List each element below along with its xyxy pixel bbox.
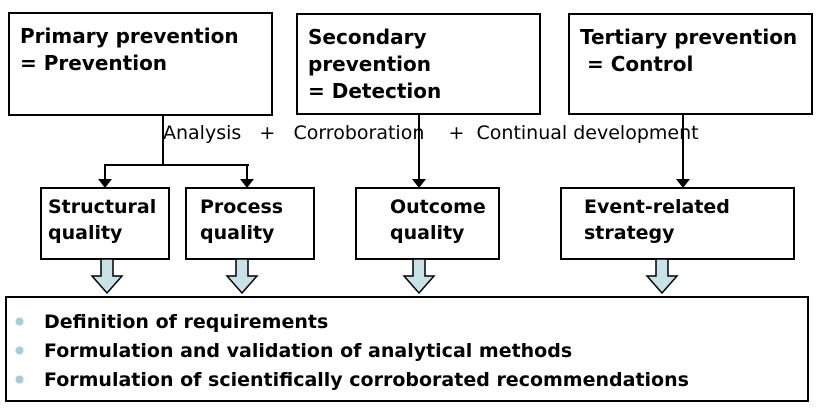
box-event-related-strategy: Event-related strategy xyxy=(560,187,795,260)
connector-primary-stem xyxy=(162,116,164,166)
connector-primary-branch xyxy=(104,164,249,166)
block-arrow-down-outcome-icon xyxy=(402,259,436,295)
connector-to-process xyxy=(246,166,248,180)
arrowhead-outcome-icon xyxy=(412,179,426,188)
list-item: Formulation and validation of analytical… xyxy=(7,336,807,365)
block-arrow-down-event-icon xyxy=(645,259,679,295)
arrowhead-structural-icon xyxy=(98,179,112,188)
connector-to-structural xyxy=(104,166,106,180)
arrowhead-event-icon xyxy=(676,179,690,188)
box-structural-quality: Structural quality xyxy=(40,187,170,260)
box-process-quality: Process quality xyxy=(185,187,315,260)
block-arrow-down-structural-icon xyxy=(90,259,124,295)
box-tertiary-prevention: Tertiary prevention = Control xyxy=(568,13,813,115)
list-item: Definition of requirements xyxy=(7,307,807,336)
summary-box: Definition of requirements Formulation a… xyxy=(5,296,809,402)
bullet-icon xyxy=(15,317,24,326)
box-outcome-quality: Outcome quality xyxy=(355,187,500,260)
analysis-corroboration-label: Analysis + Corroboration + Continual dev… xyxy=(163,122,699,144)
block-arrow-down-process-icon xyxy=(225,259,259,295)
bullet-text-definition: Definition of requirements xyxy=(44,310,329,333)
box-secondary-prevention: Secondary prevention = Detection xyxy=(296,13,541,115)
bullet-icon xyxy=(15,346,24,355)
bullet-text-formulation-validation: Formulation and validation of analytical… xyxy=(44,339,573,362)
arrowhead-process-icon xyxy=(240,179,254,188)
bullet-text-recommendations: Formulation of scientifically corroborat… xyxy=(44,368,689,391)
connector-to-event xyxy=(682,115,684,180)
bullet-icon xyxy=(15,375,24,384)
box-primary-prevention: Primary prevention = Prevention xyxy=(8,12,273,116)
list-item: Formulation of scientifically corroborat… xyxy=(7,365,807,394)
connector-to-outcome xyxy=(418,115,420,180)
